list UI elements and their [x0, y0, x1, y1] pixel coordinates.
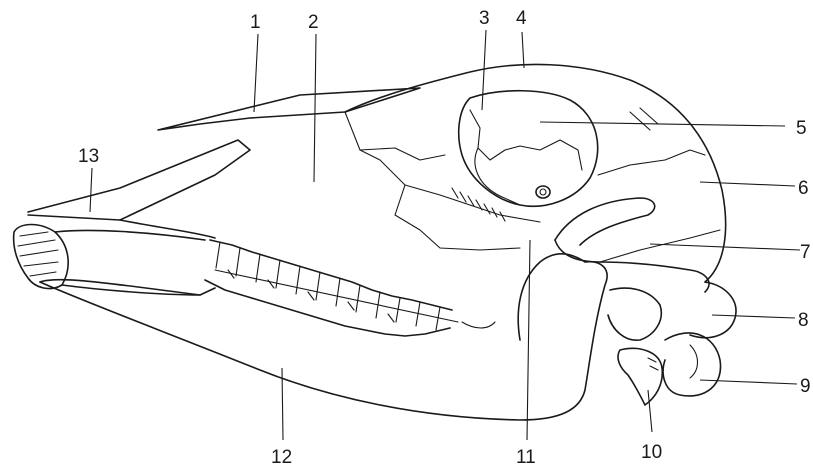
frontal-suture [345, 112, 520, 250]
label-3: 3 [479, 8, 490, 29]
condyle [663, 333, 720, 396]
leader-9 [700, 380, 797, 384]
orbit-inner-sutures [470, 110, 582, 170]
leader-5 [540, 122, 785, 126]
incisors [14, 225, 205, 296]
label-11: 11 [516, 447, 536, 468]
lower-tooth-row [205, 280, 450, 336]
leader-11 [527, 240, 530, 440]
nasal-bone [158, 88, 420, 130]
optic-foramen [536, 186, 550, 198]
label-7: 7 [800, 242, 811, 263]
orbit [459, 91, 598, 207]
label-8: 8 [798, 310, 809, 331]
orbit-hatching [452, 188, 505, 221]
leader-8 [712, 315, 795, 318]
skull-outline [28, 64, 726, 282]
label-2: 2 [308, 12, 319, 33]
leader-13 [90, 168, 92, 212]
label-5: 5 [796, 118, 807, 139]
occipital-region [608, 282, 736, 405]
cheek-teeth [205, 240, 458, 336]
coronal-dash [630, 108, 658, 130]
paracondylar-process [618, 348, 662, 405]
orbit-rim [459, 91, 598, 207]
leader-2 [314, 34, 316, 182]
zygomatic-arch [555, 198, 720, 292]
leader-1 [254, 34, 258, 112]
label-1: 1 [250, 12, 261, 33]
leader-lines [90, 30, 800, 440]
dorsal-profile [345, 64, 726, 282]
arch-upper [555, 198, 655, 245]
parietal-suture [598, 150, 705, 175]
lacrimal-suture [360, 148, 445, 160]
leader-7 [650, 244, 800, 250]
occipital-outline [690, 282, 736, 338]
petrous-area [608, 288, 661, 340]
leader-6 [700, 182, 795, 186]
label-6: 6 [798, 178, 809, 199]
leader-10 [648, 390, 652, 432]
label-13: 13 [78, 146, 99, 167]
cranium-sutures [598, 108, 705, 175]
arch-lower [555, 240, 709, 292]
label-12: 12 [271, 447, 292, 468]
label-10: 10 [641, 442, 662, 463]
mandible [40, 254, 607, 420]
leader-4 [522, 32, 524, 68]
face-sutures [345, 112, 540, 250]
upper-tooth-row [210, 240, 452, 310]
incisive-bone [28, 140, 250, 220]
label-4: 4 [516, 8, 527, 29]
label-9: 9 [800, 376, 811, 397]
